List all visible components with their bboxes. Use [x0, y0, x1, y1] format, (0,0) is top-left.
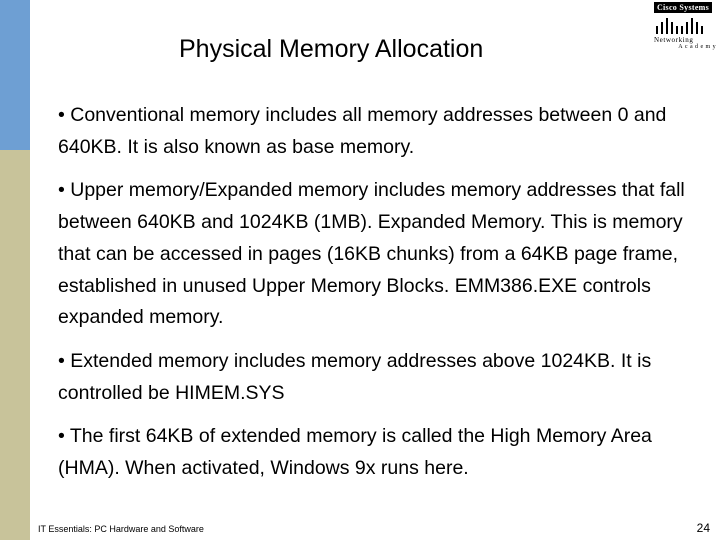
logo-networking-text: Networking [654, 36, 694, 44]
bullet-conventional-memory: • Conventional memory includes all memor… [58, 104, 667, 158]
bullet-high-memory-area: • The first 64KB of extended memory is c… [58, 425, 652, 480]
slide-body: • Conventional memory includes all memor… [58, 100, 708, 497]
slide-title: Physical Memory Allocation [179, 35, 484, 63]
side-band-khaki [0, 150, 30, 540]
cisco-academy-logo: Cisco Systems Networking Academy [652, 2, 718, 52]
bullet-extended-memory: • Extended memory includes memory addres… [58, 349, 652, 404]
logo-academy-text: Academy [678, 44, 718, 50]
side-band-blue [0, 0, 30, 150]
cisco-bridge-icon [656, 18, 703, 34]
page-number: 24 [696, 521, 710, 535]
logo-cisco-text: Cisco Systems [654, 2, 712, 13]
bullet-upper-memory: • Upper memory/Expanded memory includes … [58, 179, 685, 329]
footer-course-title: IT Essentials: PC Hardware and Software [38, 524, 204, 534]
